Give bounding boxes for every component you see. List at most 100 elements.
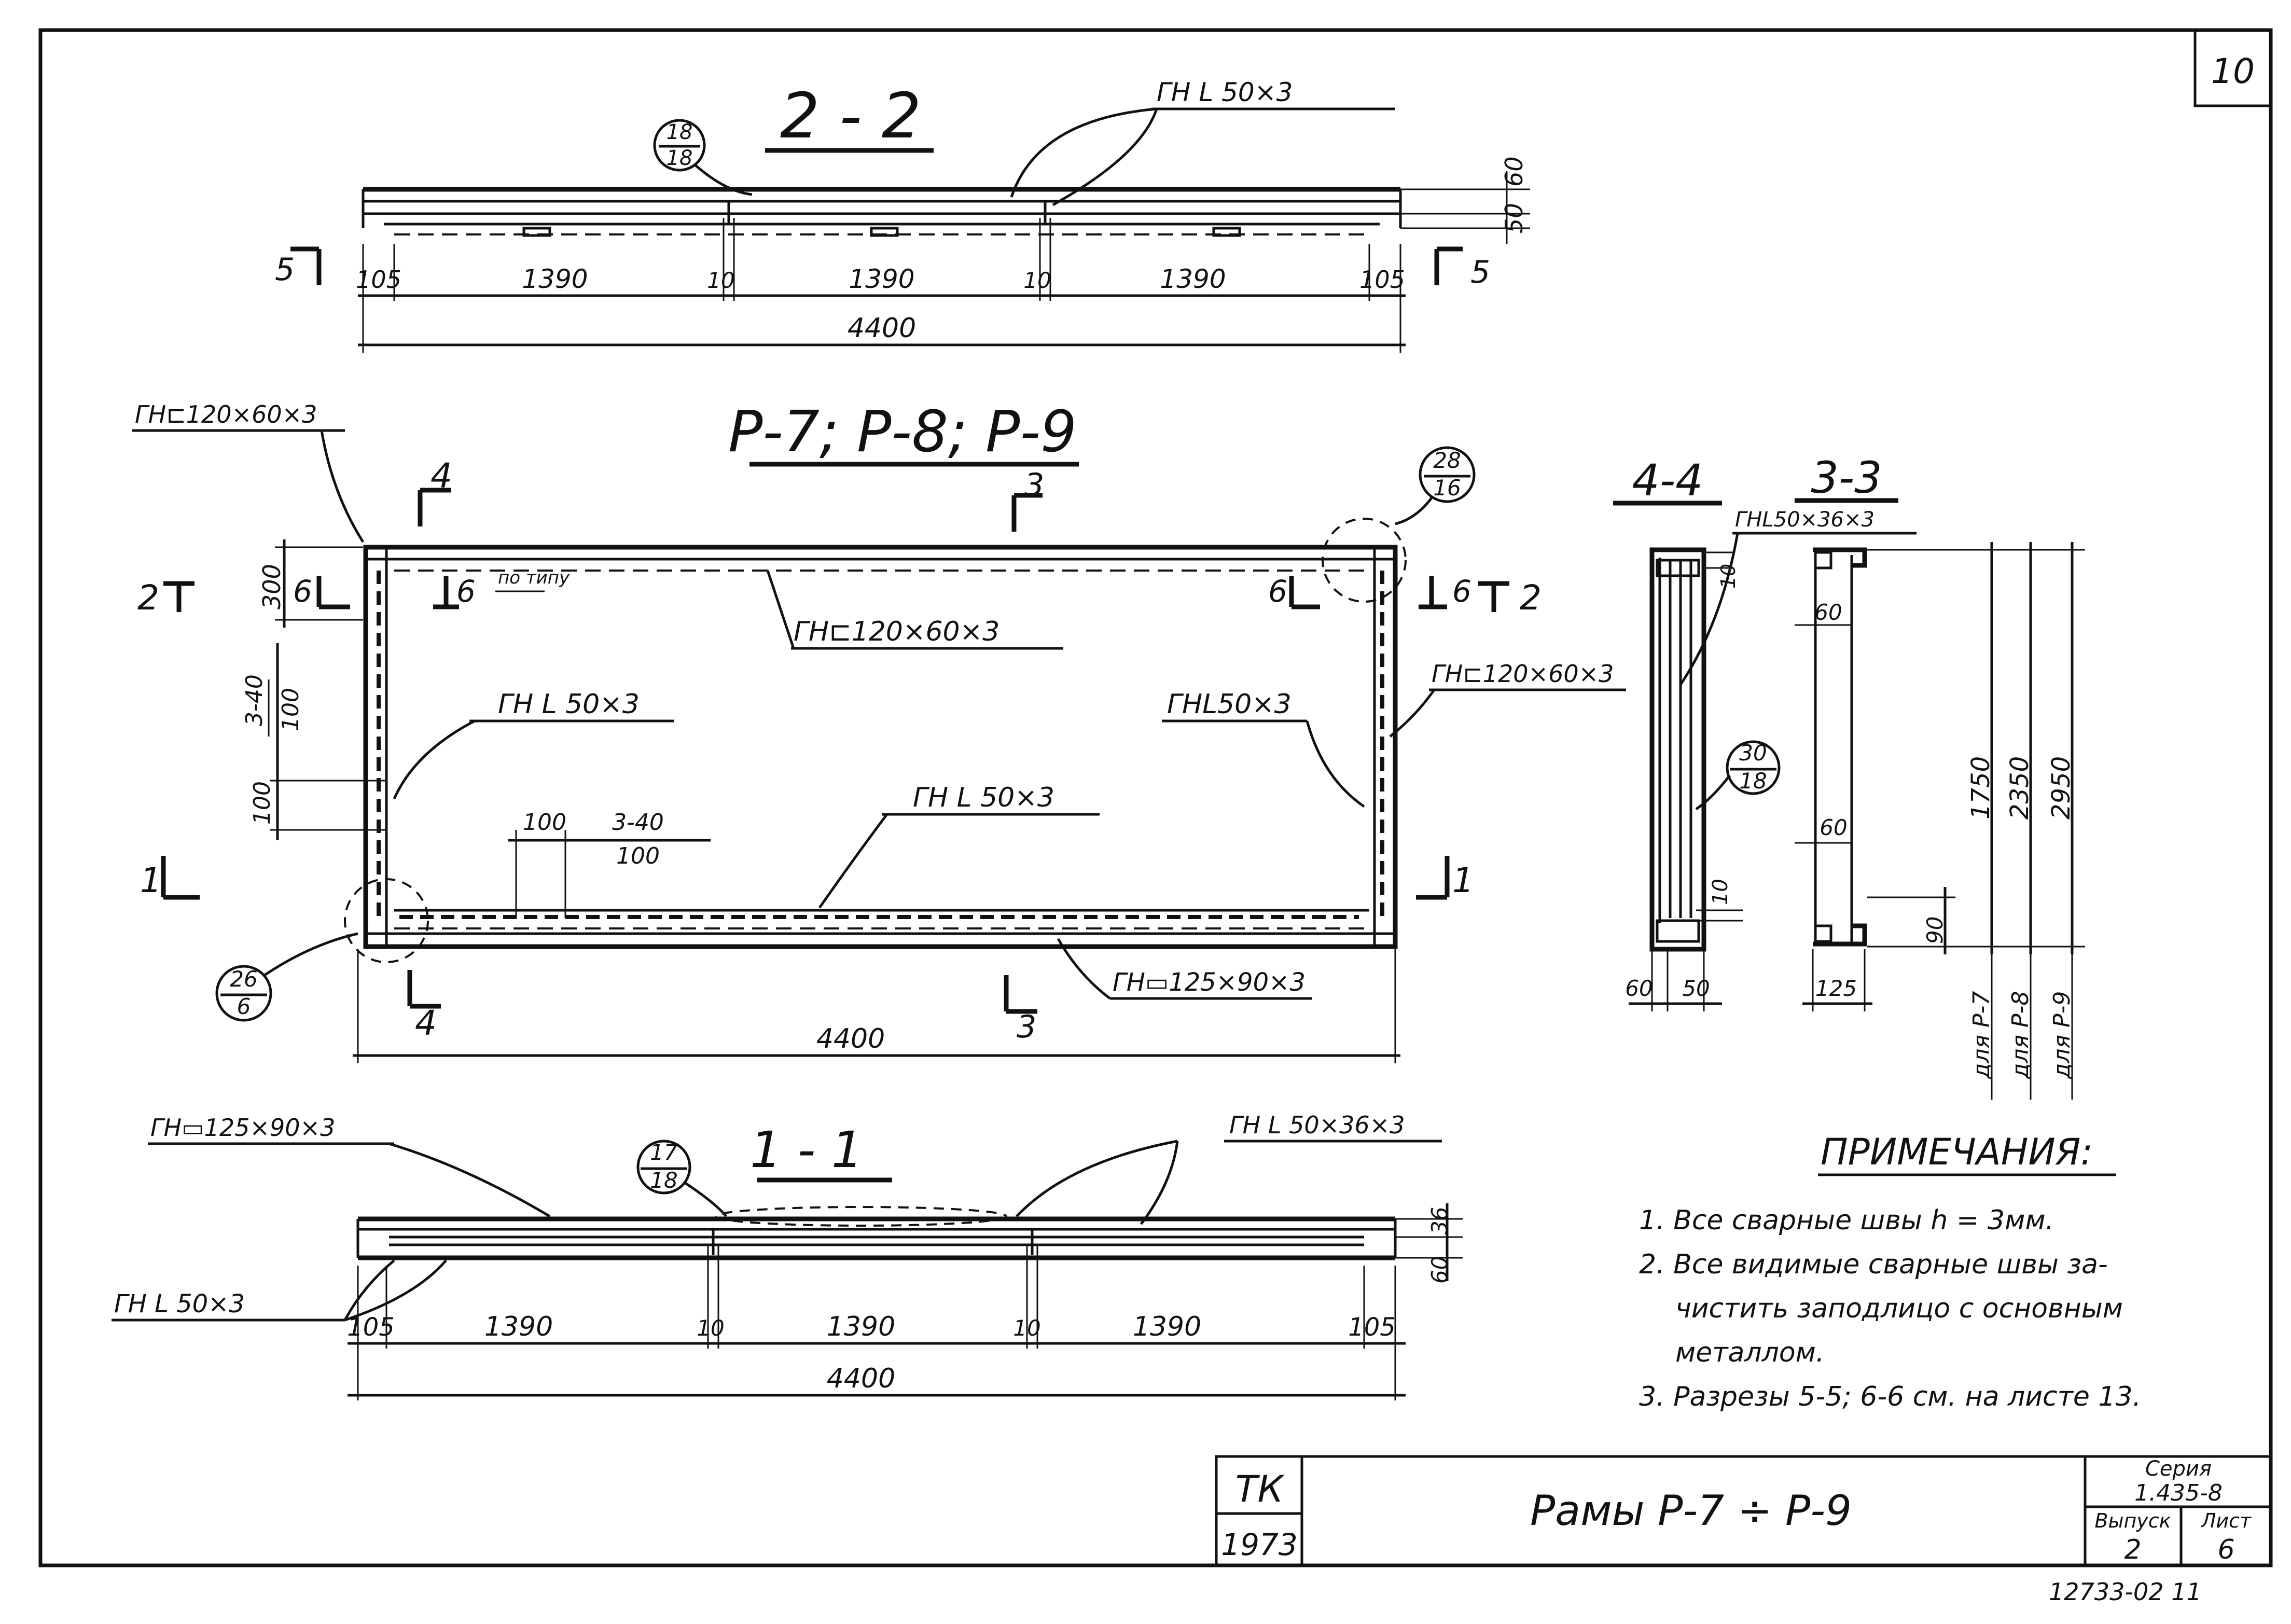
frame-elevation-title: Р-7; Р-8; Р-9 xyxy=(728,398,1077,465)
svg-text:3: 3 xyxy=(1017,1009,1036,1045)
section-3-3-label-p9: для Р-9 xyxy=(2049,991,2075,1079)
section-2-2-dim-1390-2: 1390 xyxy=(849,264,914,294)
section-1-1-dim-10-2: 10 xyxy=(1013,1315,1040,1341)
section-3-3-label-p7: для Р-7 xyxy=(1968,991,1995,1079)
section-2-2-callout-num: 18 xyxy=(667,120,693,144)
label-left-angle: ГН L 50×3 xyxy=(498,689,640,720)
svg-text:6: 6 xyxy=(1452,574,1471,609)
section-2-2-dim-height-2: 50 xyxy=(1500,203,1528,233)
section-4-4-dim-50: 50 xyxy=(1682,976,1710,1001)
section-1-1-label-left-top: ГН▭125×90×3 xyxy=(150,1114,335,1142)
svg-text:28: 28 xyxy=(1433,448,1461,473)
frame-callout-left: 26 6 xyxy=(215,932,358,1022)
svg-text:3: 3 xyxy=(1024,467,1044,503)
section-3-3-dim-90: 90 xyxy=(1922,917,1948,944)
section-marker-3-top: 3 xyxy=(1011,467,1044,532)
section-4-4-callout-num: 30 xyxy=(1739,740,1767,766)
section-1-1: 1 - 1 ГН▭125×90×3 ГН L 50×36×3 17 18 36 … xyxy=(112,1111,1463,1400)
note-line-4: металлом. xyxy=(1675,1337,1824,1368)
section-marker-6-left: 6 xyxy=(293,574,350,609)
section-marker-6-right-inner: 6 xyxy=(1268,574,1320,609)
section-marker-1-right: 1 xyxy=(1416,856,1474,900)
section-marker-4-top: 4 xyxy=(418,456,452,526)
svg-text:4: 4 xyxy=(415,1003,437,1043)
section-1-1-label-left-bottom: ГН L 50×3 xyxy=(114,1289,245,1318)
notes: ПРИМЕЧАНИЯ: 1. Все сварные швы h = 3мм. … xyxy=(1639,1131,2141,1412)
section-1-1-label-right-top: ГН L 50×36×3 xyxy=(1229,1111,1405,1139)
notes-heading: ПРИМЕЧАНИЯ: xyxy=(1821,1131,2093,1173)
frame-outline xyxy=(363,545,1398,949)
section-marker-4-bottom: 4 xyxy=(407,970,441,1043)
section-1-1-dim-36: 36 xyxy=(1427,1207,1452,1234)
section-2-2: 2 - 2 60 50 18 18 ГН L 50×3 xyxy=(275,77,1530,353)
section-3-3-leader-label: ГНL50×36×3 xyxy=(1735,508,1875,532)
sheet-corner-number: 10 xyxy=(2211,51,2255,91)
section-3-3: 3-3 ГНL50×36×3 60 60 90 125 1750 2350 xyxy=(1679,452,2085,1100)
dim-spacing-den: 100 xyxy=(277,688,304,731)
section-1-1-dim-105-left: 105 xyxy=(347,1313,395,1342)
section-3-3-height-p7: 1750 xyxy=(1966,756,1995,820)
title-block-series-label: Серия xyxy=(2145,1457,2212,1481)
dim-h-spacing-den: 100 xyxy=(616,843,660,869)
section-2-2-dim-10-2: 10 xyxy=(1023,268,1051,293)
note-line-1: 1. Все сварные швы h = 3мм. xyxy=(1639,1205,2054,1236)
section-3-3-dim-125: 125 xyxy=(1815,976,1857,1001)
title-block: ТК 1973 Рамы Р-7 ÷ Р-9 Серия 1.435-8 Вып… xyxy=(1215,1455,2272,1567)
section-3-3-dim-60-mid: 60 xyxy=(1820,815,1847,840)
section-marker-1-left: 1 xyxy=(140,856,200,900)
section-2-2-dim-1390-1: 1390 xyxy=(522,264,588,294)
section-4-4-dim-60: 60 xyxy=(1625,976,1653,1001)
section-3-3-dim-60-top: 60 xyxy=(1814,600,1842,625)
sheet-corner-box: 10 xyxy=(2193,29,2272,107)
section-marker-2-left: 2 xyxy=(137,578,195,618)
dim-100-vertical: 100 xyxy=(249,781,275,825)
svg-text:6: 6 xyxy=(1268,574,1287,609)
sheet-border xyxy=(38,28,2273,1567)
section-3-3-height-p8: 2350 xyxy=(2005,756,2034,820)
label-right-angle: ГНL50×3 xyxy=(1167,689,1292,720)
section-1-1-dim-total: 4400 xyxy=(827,1363,895,1394)
title-block-sheet-value: 6 xyxy=(2217,1534,2234,1565)
section-1-1-callout-num: 17 xyxy=(650,1140,678,1165)
label-bottom-angle: ГН L 50×3 xyxy=(913,782,1054,813)
section-1-1-callout-den: 18 xyxy=(650,1168,677,1193)
label-bottom-chord: ГН▭125×90×3 xyxy=(1113,968,1306,997)
svg-text:16: 16 xyxy=(1433,475,1461,501)
section-2-2-title: 2 - 2 xyxy=(780,80,921,152)
section-6-note: по типу xyxy=(498,567,570,588)
section-marker-3-bottom: 3 xyxy=(1004,975,1037,1045)
section-marker-2-right: 2 xyxy=(1478,578,1542,618)
title-block-title: Рамы Р-7 ÷ Р-9 xyxy=(1530,1487,1852,1535)
section-2-2-dim-height-1: 60 xyxy=(1500,156,1528,187)
svg-text:6: 6 xyxy=(293,574,312,609)
dim-h-spacing: 3-40 xyxy=(612,809,664,836)
dim-spacing: 3-40 xyxy=(241,674,268,726)
note-line-5: 3. Разрезы 5-5; 6-6 см. на листе 13. xyxy=(1639,1381,2141,1412)
svg-text:1: 1 xyxy=(1452,860,1474,900)
section-1-1-dim-1390-2: 1390 xyxy=(827,1311,895,1342)
note-line-3: чистить заподлицо с основным xyxy=(1675,1293,2123,1324)
frame-callout-right: 28 16 xyxy=(1395,446,1476,525)
section-1-1-dim-1390-1: 1390 xyxy=(484,1311,553,1342)
svg-text:5: 5 xyxy=(1470,254,1490,290)
dim-100-horizontal: 100 xyxy=(523,809,566,836)
section-2-2-dim-10-1: 10 xyxy=(707,268,734,293)
section-1-1-dim-1390-3: 1390 xyxy=(1133,1311,1201,1342)
label-right-post: ГН⊏120×60×3 xyxy=(1432,660,1614,688)
section-1-1-dim-60: 60 xyxy=(1427,1256,1452,1284)
section-2-2-leader-label: ГН L 50×3 xyxy=(1157,77,1293,107)
svg-text:26: 26 xyxy=(230,966,257,992)
title-block-year: 1973 xyxy=(1221,1527,1298,1562)
section-4-4-title: 4-4 xyxy=(1632,455,1703,506)
archive-number: 12733-02 11 xyxy=(2049,1578,2202,1606)
section-marker-6-right: 6 xyxy=(1419,574,1471,609)
section-3-3-label-p8: для Р-8 xyxy=(2007,991,2034,1079)
title-block-issue-value: 2 xyxy=(2124,1534,2141,1565)
note-line-2: 2. Все видимые сварные швы за- xyxy=(1639,1249,2108,1280)
section-marker-6-inner: 6 по типу xyxy=(433,567,570,609)
section-2-2-dim-105-left: 105 xyxy=(356,266,401,294)
svg-text:4: 4 xyxy=(431,456,452,496)
section-4-4: 4-4 30 18 10 10 60 50 xyxy=(1613,455,1781,1011)
label-top-chord: ГН⊏120×60×3 xyxy=(794,616,999,647)
